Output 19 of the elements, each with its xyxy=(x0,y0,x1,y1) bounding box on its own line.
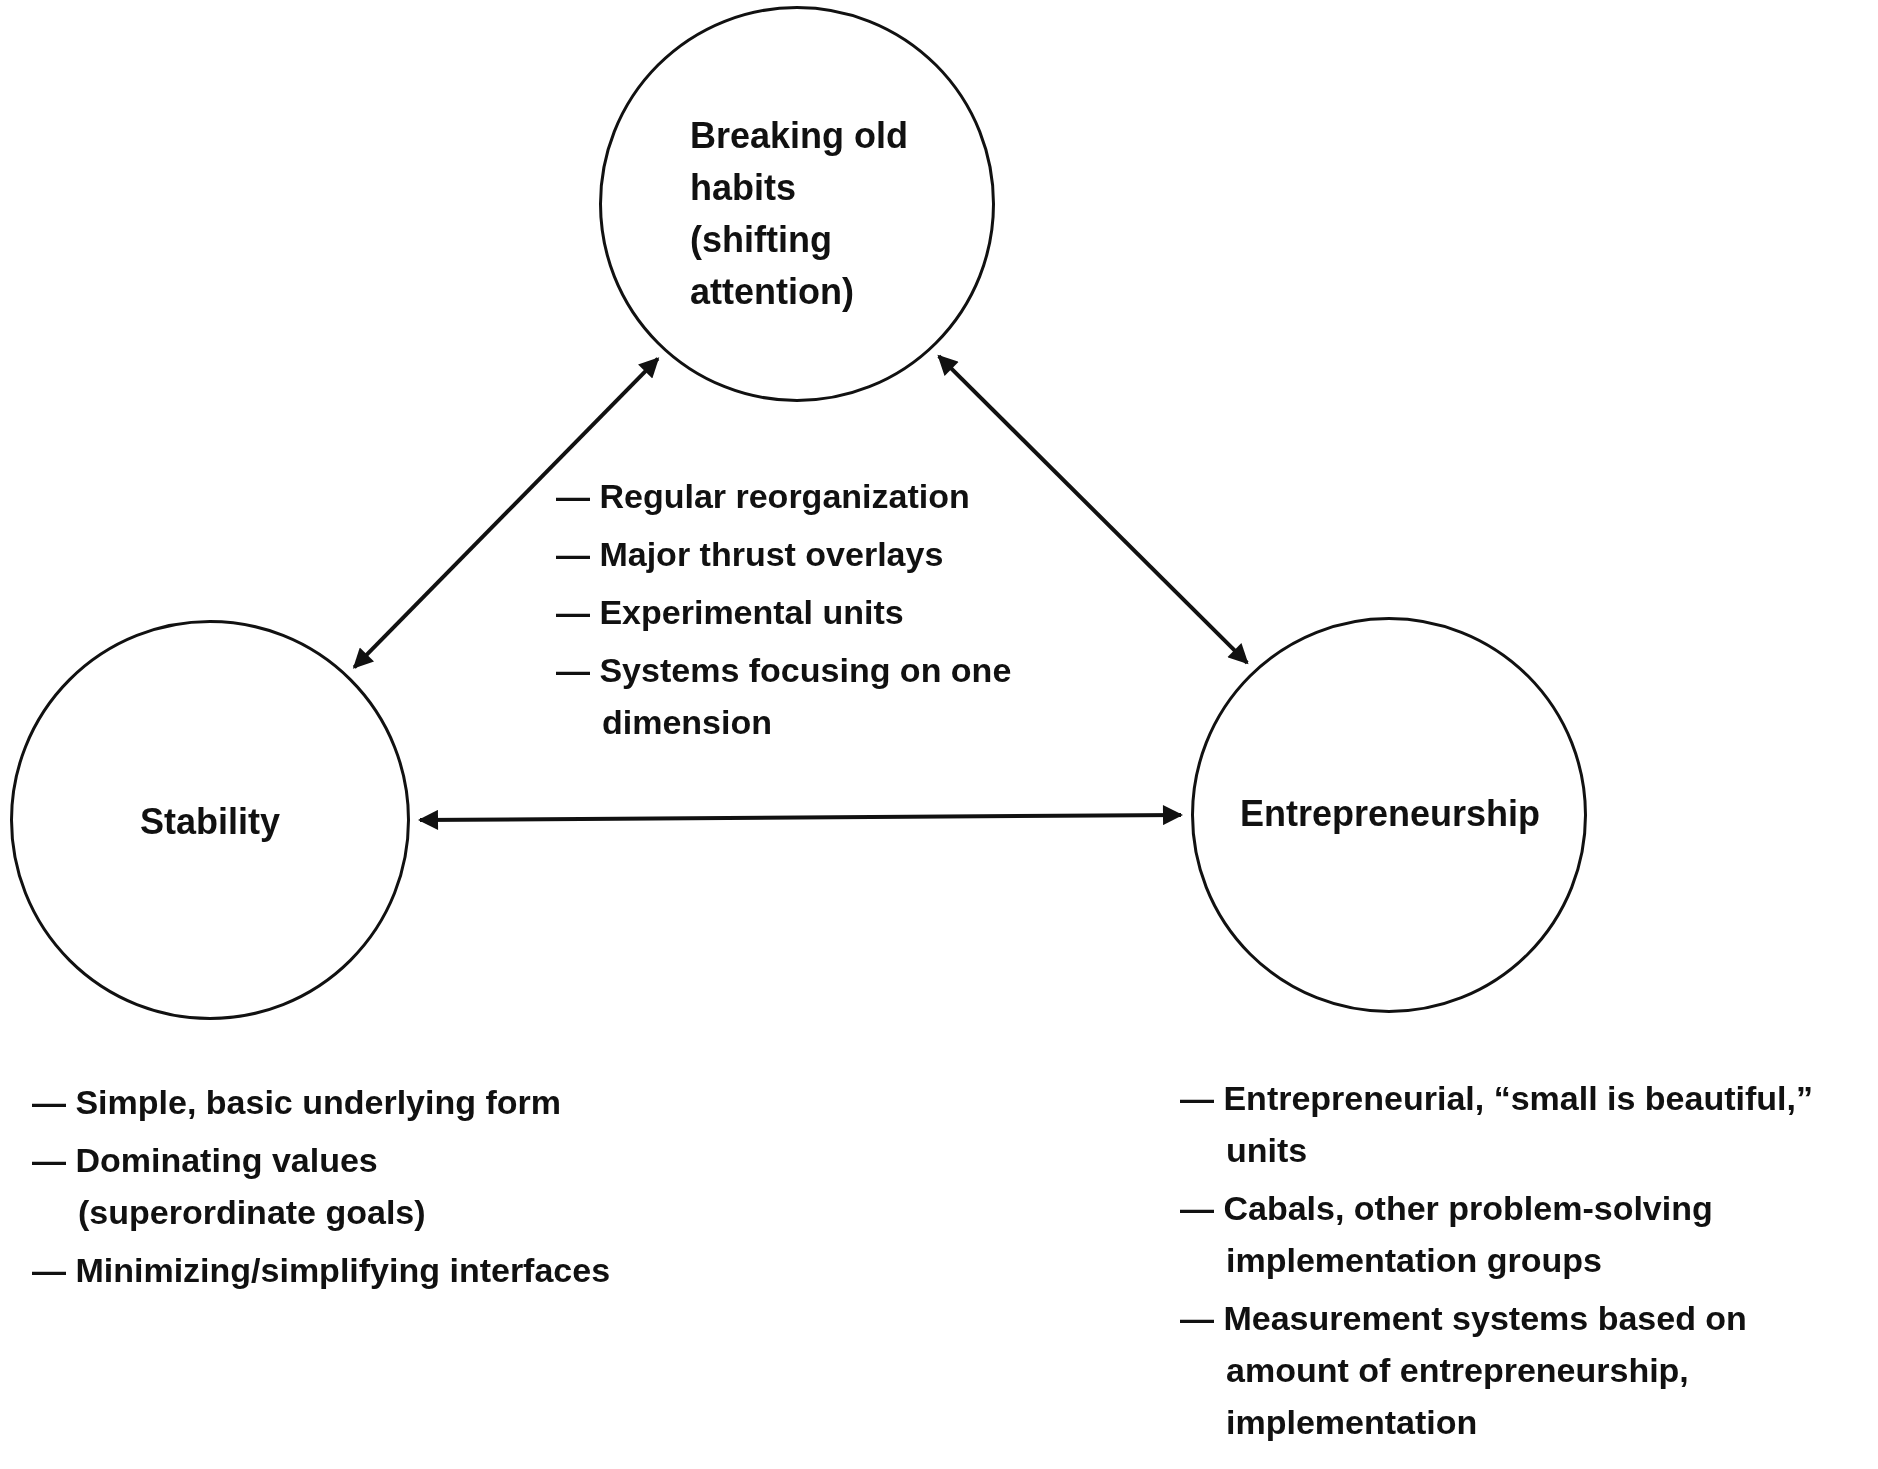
bullet-item: — Cabals, other problem-solving implementation groups xyxy=(1180,1188,1714,1281)
bullet-item: — Systems focusing on one dimension xyxy=(556,650,1013,743)
bullet-item: — Regular reorganization xyxy=(556,476,971,517)
bullet-item: — Experimental units xyxy=(556,592,905,633)
bullet-item: — Simple, basic underlying form xyxy=(32,1082,562,1123)
circle-node xyxy=(10,620,410,1020)
bullet-item: — Major thrust overlays xyxy=(556,534,945,575)
node-label: Entrepreneurship xyxy=(1238,792,1542,836)
bullet-item: — Measurement systems based on amount of entrepreneurship, implementation xyxy=(1180,1298,1748,1443)
double-arrow xyxy=(352,357,660,669)
node-label: Breaking old habits (shifting attention) xyxy=(690,114,910,314)
bullet-item: — Minimizing/simplifying interfaces xyxy=(32,1250,612,1291)
circle-node xyxy=(599,6,995,402)
node-label: Stability xyxy=(139,800,281,844)
circle-node xyxy=(1191,617,1587,1013)
double-arrow xyxy=(937,354,1249,665)
double-arrow xyxy=(418,805,1183,830)
bullet-item: — Entrepreneurial, “small is beautiful,” units xyxy=(1180,1078,1814,1171)
bullet-item: — Dominating values (superordinate goals) xyxy=(32,1140,427,1233)
